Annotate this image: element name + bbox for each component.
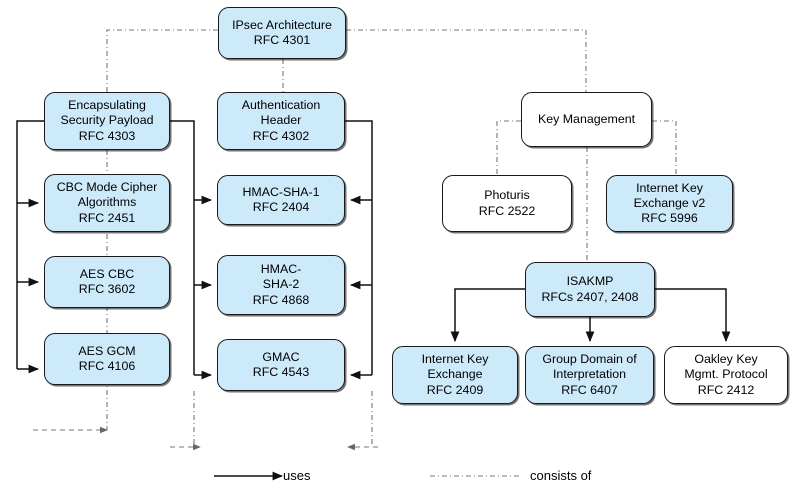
node-gmac-line-1: RFC 4543 bbox=[252, 365, 310, 379]
node-cbc-line-2: RFC 2451 bbox=[78, 210, 136, 225]
node-sha2-line-2: RFC 4868 bbox=[252, 292, 310, 307]
node-isakmp-line-0: ISAKMP bbox=[566, 274, 614, 289]
node-keymgmt-line-0: Key Management bbox=[537, 111, 636, 126]
node-ikev2-line-2: RFC 5996 bbox=[641, 211, 698, 226]
node-sha1-line-1: RFC 2404 bbox=[252, 200, 310, 214]
node-ipsec-line-0: IPsec Architecture bbox=[232, 17, 332, 32]
node-isakmp-line-1: RFCs 2407, 2408 bbox=[541, 289, 639, 304]
node-gdoi-line-1: Interpretation bbox=[552, 367, 626, 382]
uses-connectors bbox=[16, 120, 731, 481]
node-ike-line-0: Internet Key bbox=[421, 352, 489, 367]
node-oakley-line-0: Oakley Key bbox=[694, 352, 758, 367]
node-ipsec-line-1: RFC 4301 bbox=[253, 33, 311, 47]
node-ikev2-line-1: Exchange v2 bbox=[633, 195, 706, 210]
node-photuris-line-0: Photuris bbox=[484, 188, 530, 203]
node-gmac-line-0: GMAC bbox=[262, 349, 300, 364]
node-sha2-line-1: SHA-2 bbox=[262, 277, 300, 292]
node-aesgcm-line-0: AES GCM bbox=[78, 343, 136, 358]
node-ah-line-0: Authentication bbox=[241, 98, 321, 113]
legend-label-consists-of: consists of bbox=[530, 468, 592, 483]
node-esp-line-2: RFC 4303 bbox=[78, 128, 136, 143]
node-ike-line-2: RFC 2409 bbox=[426, 382, 484, 397]
node-esp-line-0: Encapsulating bbox=[68, 98, 146, 113]
node-sha1-line-0: HMAC-SHA-1 bbox=[242, 184, 320, 199]
node-aescbc-line-0: AES CBC bbox=[79, 266, 135, 281]
node-cbc-line-1: Algorithms bbox=[77, 195, 137, 210]
node-ike-line-1: Exchange bbox=[427, 367, 483, 382]
node-photuris-line-1: RFC 2522 bbox=[478, 203, 536, 218]
node-oakley-line-1: Mgmt. Protocol bbox=[684, 367, 768, 382]
node-sha2-line-0: HMAC- bbox=[260, 262, 302, 277]
node-ikev2-line-0: Internet Key bbox=[636, 180, 703, 195]
node-gdoi-line-0: Group Domain of bbox=[542, 352, 637, 367]
node-gdoi-line-2: RFC 6407 bbox=[561, 382, 618, 397]
node-aescbc-line-1: RFC 3602 bbox=[78, 282, 136, 296]
legend-label-uses: uses bbox=[283, 468, 311, 483]
node-keymgmt[interactable]: Key Management bbox=[521, 92, 652, 147]
node-cbc-line-0: CBC Mode Cipher bbox=[56, 180, 158, 195]
node-oakley-line-2: RFC 2412 bbox=[697, 382, 755, 397]
consists-of-arrowheads bbox=[33, 426, 378, 451]
node-esp-line-1: Security Payload bbox=[60, 113, 154, 128]
node-ah-line-1: Header bbox=[260, 113, 302, 128]
node-aesgcm-line-1: RFC 4106 bbox=[78, 359, 136, 373]
node-ah-line-2: RFC 4302 bbox=[252, 128, 310, 143]
